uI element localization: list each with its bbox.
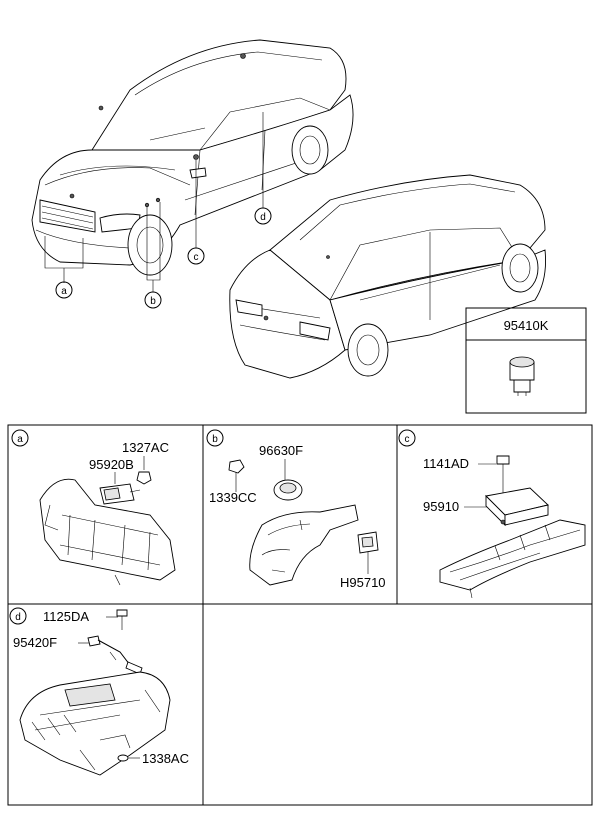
part-label-1339cc: 1339CC bbox=[209, 490, 257, 505]
radiator-support-icon bbox=[39, 478, 176, 586]
part-label-95920b: 95920B bbox=[89, 457, 134, 472]
callout-d: d bbox=[254, 207, 272, 225]
part-label-95910: 95910 bbox=[423, 499, 459, 514]
callout-d-letter: d bbox=[260, 212, 266, 223]
part-label-h95710: H95710 bbox=[340, 575, 386, 590]
panel-a: a 1327AC 95920B bbox=[11, 429, 176, 586]
bolt-1327ac-icon bbox=[136, 471, 152, 485]
panel-b: b 96630F 1339CC H95710 bbox=[206, 429, 386, 590]
panel-a-letter: a bbox=[17, 434, 23, 445]
callout-c-letter: c bbox=[194, 252, 199, 263]
sensor-95410k-icon bbox=[509, 356, 535, 396]
connector-h95710-icon bbox=[357, 531, 379, 554]
floor-panel-icon bbox=[19, 671, 171, 776]
sensor-96630f-icon bbox=[273, 479, 303, 501]
bolt-1141ad-icon bbox=[496, 455, 510, 472]
panel-d-letter: d bbox=[15, 612, 21, 623]
part-label-95420f: 95420F bbox=[13, 635, 57, 650]
panel-c: c 1141AD 95910 bbox=[398, 429, 586, 599]
part-label-1141ad: 1141AD bbox=[423, 456, 469, 471]
wheel-housing-icon bbox=[249, 504, 359, 586]
inset-95410k: 95410K bbox=[465, 307, 587, 414]
rear-car-illustration bbox=[229, 174, 546, 379]
part-label-95410k: 95410K bbox=[504, 318, 549, 333]
airbag-control-module-icon bbox=[485, 487, 549, 527]
part-label-1338ac: 1338AC bbox=[142, 751, 189, 766]
callout-b-letter: b bbox=[150, 296, 156, 307]
panel-grid bbox=[7, 424, 593, 806]
panel-c-letter: c bbox=[405, 434, 410, 445]
part-label-1327ac: 1327AC bbox=[122, 440, 169, 455]
part-label-1125da: 1125DA bbox=[43, 609, 89, 624]
callout-b: b bbox=[144, 291, 162, 309]
front-car-illustration bbox=[31, 39, 354, 292]
callout-a: a bbox=[55, 281, 73, 299]
panel-d: d 1125DA 95420F 1338AC bbox=[9, 607, 189, 776]
panel-b-letter: b bbox=[212, 434, 218, 445]
sensor-95420f-icon bbox=[87, 635, 143, 675]
callout-c: c bbox=[187, 247, 205, 265]
part-label-96630f: 96630F bbox=[259, 443, 303, 458]
floor-tunnel-icon bbox=[439, 519, 586, 599]
callout-a-letter: a bbox=[61, 286, 67, 297]
screw-1125da-icon bbox=[116, 609, 128, 630]
sensor-95920b-icon bbox=[99, 483, 141, 505]
clip-1338ac-icon bbox=[117, 754, 129, 762]
nut-1339cc-icon bbox=[228, 459, 245, 474]
